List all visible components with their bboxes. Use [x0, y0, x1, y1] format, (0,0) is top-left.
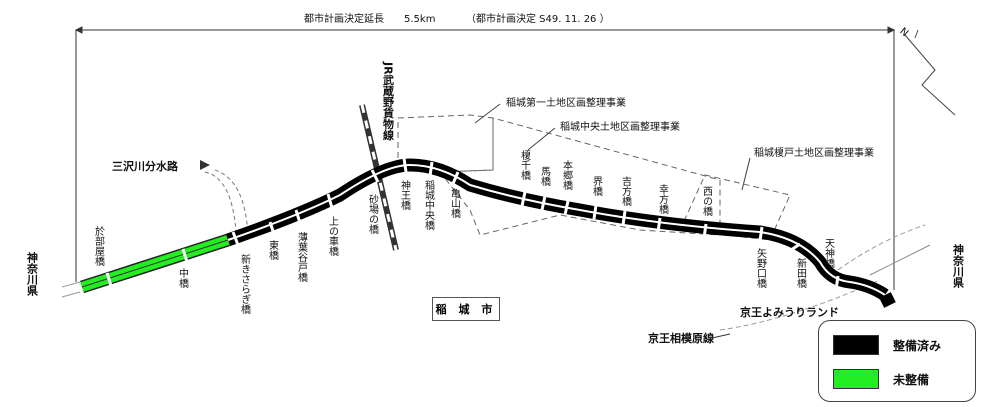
bridge-label: 幸方橋 [657, 184, 669, 215]
bridge-label: 東橋 [267, 239, 279, 261]
project-label-3: 稲城榎戸土地区画整理事業 [754, 146, 874, 159]
project-label-2: 稲城中央土地区画整理事業 [560, 120, 680, 133]
pref-left: 神奈川県 [26, 251, 40, 297]
length-label: 都市計画決定延長 [304, 12, 384, 25]
pref-right: 神奈川県 [952, 243, 966, 289]
decision-date: （都市計画決定 S49. 11. 26 ） [466, 12, 610, 25]
river-line [214, 169, 249, 236]
project-label-1: 稲城第一土地区画整理事業 [506, 96, 626, 109]
project-area-2 [438, 117, 721, 236]
legend-unfinished: 未整備 [833, 369, 929, 389]
bridge-label: 砂場の橋 [367, 193, 379, 235]
jr-label: JR武蔵野貨物線 [382, 61, 395, 141]
extent-bracket [74, 26, 896, 290]
legend-completed: 整備済み [833, 335, 941, 355]
project-leaders [474, 103, 751, 191]
bridge-label: 界橋 [591, 176, 603, 197]
bridge-label: 本郷橋 [561, 159, 573, 191]
bridge-label: 吉方橋 [620, 176, 632, 207]
bridge-label: 馬橋 [539, 166, 551, 187]
keio-line-right [837, 224, 926, 271]
bridge-label: 神王橋 [399, 179, 411, 211]
keio-sagamihara-label: 京王相模原線 [648, 331, 714, 345]
bridge-label: 新きさらぎ橋 [239, 253, 251, 315]
bridge-label: 西の橋 [701, 186, 713, 217]
bridge-marks [105, 157, 840, 291]
bridge-label: 上の車橋 [327, 216, 339, 257]
north-letter: N [897, 26, 910, 39]
legend-completed-label: 整備済み [893, 338, 942, 353]
bridge-label: 矢野口橋 [755, 247, 767, 289]
bridge-label: 中橋 [177, 267, 189, 289]
bridge-label: 薄葉谷戸橋 [296, 231, 308, 283]
keio-yomiuri-label: 京王よみうりランド [740, 305, 839, 319]
legend-unfinished-swatch [833, 369, 879, 389]
bridge-label: 亀山橋 [449, 187, 461, 219]
bridge-label: 稲城中央橋 [423, 180, 435, 231]
river-label: 三沢川分水路 [112, 159, 179, 173]
length-value: 5.5km [404, 14, 435, 25]
legend-completed-swatch [833, 335, 879, 355]
bridge-label: 榎千橋 [519, 149, 531, 181]
city-label: 稲 城 市 [432, 297, 500, 321]
bridge-label: 新田橋 [795, 257, 807, 289]
project-area-3 [679, 174, 791, 241]
bridge-labels: 於部屋橋 中橋 新きさらぎ橋 東橋 薄葉谷戸橋 上の車橋 砂場の橋 神王橋 稲城… [93, 61, 835, 315]
bridge-label: 天神橋 [823, 238, 835, 269]
north-arrow-icon [904, 29, 956, 116]
legend: 整備済み 未整備 [818, 320, 976, 402]
legend-unfinished-label: 未整備 [893, 372, 930, 387]
bridge-label: 於部屋橋 [93, 225, 105, 267]
